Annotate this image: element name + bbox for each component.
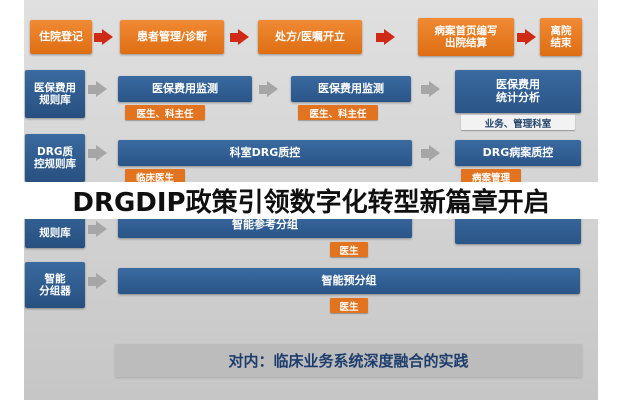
arrow-head [96, 221, 107, 237]
role-tag-management-dept: 业务、管理科室 [461, 115, 575, 130]
role-tag-record-management: 病案管理 [461, 169, 521, 184]
arrow-stem [230, 32, 238, 42]
role-tag-doctor: 医生 [330, 298, 368, 313]
stats-label-line: 医保费用 [496, 77, 540, 91]
arrow-head [384, 29, 395, 45]
role-tag-doctor-director: 医生、科主任 [125, 105, 205, 120]
arrow-head [96, 81, 107, 97]
flow-arrow-icon [376, 29, 395, 45]
input-arrow-icon [88, 221, 107, 237]
flow-node-label-line: 出院结算 [445, 37, 487, 49]
source-label-line: DRG质 [37, 145, 73, 158]
flow-arrow-icon [230, 29, 249, 45]
arrow-stem [88, 84, 96, 94]
source-label-line: 医保费用 [34, 81, 76, 94]
footer-caption: 对内：临床业务系统深度融合的实践 [115, 344, 582, 377]
flow-arrow-icon [517, 29, 536, 45]
flow-node-discharge: 离院 结束 [540, 18, 582, 56]
arrow-stem [376, 32, 384, 42]
pregroup-box: 智能预分组 [118, 268, 580, 294]
source-box-drg-rules: DRG质 控规则库 [25, 134, 85, 182]
arrow-head [96, 145, 107, 161]
insurance-monitor-box-1: 医保费用监测 [118, 76, 252, 102]
source-box-insurance-rules: 医保费用 规则库 [25, 70, 85, 118]
arrow-stem [421, 148, 429, 158]
input-arrow-icon [88, 81, 107, 97]
drg-record-qc-box: DRG病案质控 [455, 140, 581, 166]
flow-node-label-line: 离院 [550, 24, 572, 37]
arrow-stem [88, 276, 96, 286]
flow-node-label-line: 病案首页编写 [434, 24, 498, 37]
arrow-head [96, 273, 107, 289]
input-arrow-icon [259, 81, 278, 97]
source-label-line: 分组器 [39, 285, 71, 297]
role-tag-doctor-director: 医生、科主任 [298, 105, 378, 120]
input-arrow-icon [88, 145, 107, 161]
role-tag-doctor: 医生 [330, 242, 368, 257]
role-tag-clinician: 临床医生 [125, 169, 185, 184]
arrow-stem [421, 84, 429, 94]
arrow-head [429, 81, 440, 97]
dept-drg-qc-box: 科室DRG质控 [118, 140, 412, 166]
arrow-head [525, 29, 536, 45]
flow-arrow-icon [94, 29, 113, 45]
input-arrow-icon [421, 81, 440, 97]
arrow-head [267, 81, 278, 97]
source-label-line: 智能 [44, 272, 66, 285]
stats-label-line: 统计分析 [496, 90, 540, 104]
input-arrow-icon [421, 145, 440, 161]
source-label-line: 规则库 [39, 226, 71, 239]
arrow-head [429, 145, 440, 161]
flow-node-medical-record: 病案首页编写 出院结算 [418, 18, 514, 56]
flow-node-patient-management: 患者管理/诊断 [120, 20, 224, 54]
arrow-stem [88, 224, 96, 234]
source-label-line: 控规则库 [34, 158, 76, 170]
arrow-stem [94, 32, 102, 42]
flow-node-prescription: 处方/医嘱开立 [258, 20, 362, 54]
source-box-grouper: 智能 分组器 [25, 262, 85, 308]
insurance-stats-box: 医保费用 统计分析 [455, 70, 581, 113]
arrow-stem [259, 84, 267, 94]
insurance-monitor-box-2: 医保费用监测 [291, 76, 411, 102]
arrow-head [238, 29, 249, 45]
arrow-head [102, 29, 113, 45]
source-label-line: 规则库 [39, 94, 71, 106]
input-arrow-icon [88, 273, 107, 289]
flow-node-admission: 住院登记 [30, 20, 92, 54]
headline-banner: DRGDIP政策引领数字化转型新篇章开启 [0, 182, 622, 219]
headline-text: DRGDIP政策引领数字化转型新篇章开启 [72, 188, 550, 218]
arrow-stem [517, 32, 525, 42]
arrow-stem [88, 148, 96, 158]
flow-node-label-line: 结束 [550, 37, 572, 49]
